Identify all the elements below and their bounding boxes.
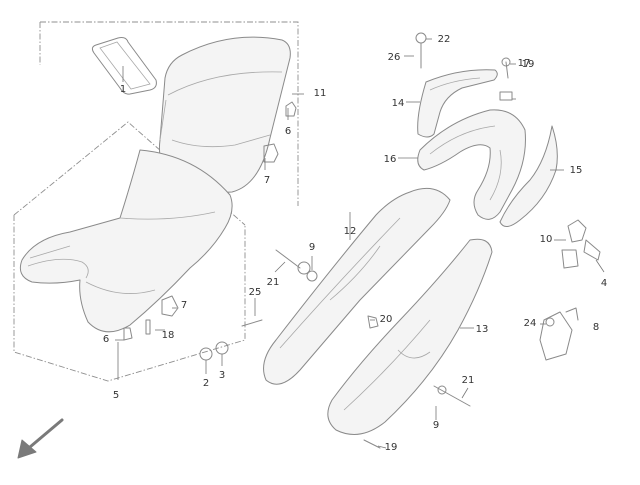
part-labels: 1234566778991011121314151617181919202121…	[103, 34, 607, 453]
seat-buffer-part	[123, 327, 133, 341]
grab-handle-part	[417, 69, 498, 138]
direction-arrow-icon	[17, 418, 64, 459]
seat-kit-box	[13, 21, 299, 382]
side-hardware	[199, 32, 601, 449]
part-label-15: 15	[570, 165, 583, 176]
part-label-20: 20	[380, 314, 393, 325]
part-label-12: 12	[344, 226, 357, 237]
seat-hardware	[123, 101, 297, 341]
lock-part	[567, 219, 587, 243]
part-label-1: 1	[120, 84, 126, 95]
part-label-4: 4	[601, 278, 607, 289]
seat-strap-part	[91, 37, 157, 95]
latch-mechanism-part	[539, 311, 573, 361]
part-label-13: 13	[476, 324, 489, 335]
part-label-10: 10	[540, 234, 553, 245]
rear-frame-part	[417, 109, 526, 220]
pillion-seat-part	[159, 36, 291, 193]
part-label-26: 26	[388, 52, 401, 63]
part-label-3: 3	[219, 370, 225, 381]
part-label-19: 19	[522, 59, 535, 70]
part-label-9: 9	[433, 420, 439, 431]
part-label-9: 9	[309, 242, 315, 253]
part-label-16: 16	[384, 154, 397, 165]
part-label-7: 7	[264, 175, 270, 186]
part-label-6: 6	[285, 126, 291, 137]
leader-lines	[115, 38, 605, 449]
part-label-18: 18	[162, 330, 175, 341]
part-label-5: 5	[113, 390, 119, 401]
part-label-7: 7	[181, 300, 187, 311]
part-label-6: 6	[103, 334, 109, 345]
right-side-panel-part	[327, 238, 493, 435]
seat-latch-part	[263, 143, 279, 163]
part-label-21: 21	[462, 375, 475, 386]
part-label-8: 8	[593, 322, 599, 333]
part-label-19: 19	[385, 442, 398, 453]
part-label-11: 11	[314, 88, 327, 99]
tail-fin-part	[499, 125, 558, 227]
rubber-buffer-part	[285, 101, 297, 117]
part-label-24: 24	[524, 318, 537, 329]
part-label-17: 17	[518, 58, 531, 69]
part-label-2: 2	[203, 378, 209, 389]
part-label-22: 22	[438, 34, 451, 45]
left-side-panel-part	[263, 187, 451, 385]
part-label-21: 21	[267, 277, 280, 288]
part-label-25: 25	[249, 287, 262, 298]
seat-catch-part	[161, 295, 179, 317]
rider-seat-part	[19, 149, 233, 333]
part-label-14: 14	[392, 98, 405, 109]
